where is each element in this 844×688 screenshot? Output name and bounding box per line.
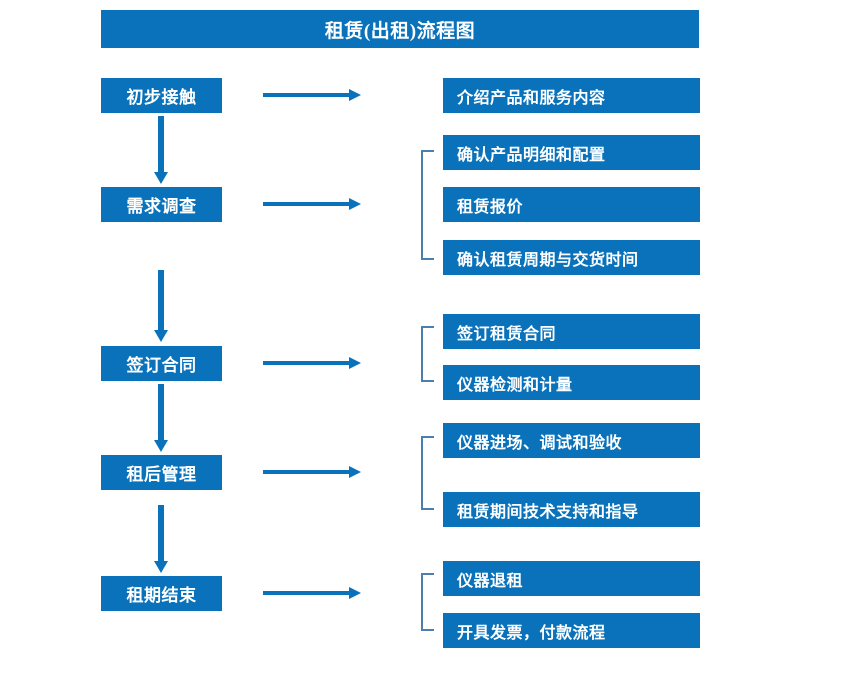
arrow-right-sign-contract xyxy=(263,356,361,370)
arrow-down-survey-to-contract xyxy=(153,270,169,342)
bracket-needs-survey-group xyxy=(421,150,434,260)
page-title: 租赁(出租)流程图 xyxy=(324,20,476,42)
detail-label: 仪器检测和计量 xyxy=(457,376,573,394)
arrow-right-initial-contact xyxy=(263,88,361,102)
arrow-down-contract-to-management xyxy=(153,384,169,452)
stage-box-rental-end[interactable]: 租期结束 xyxy=(101,576,222,611)
detail-box-sign-rental-contract[interactable]: 签订租赁合同 xyxy=(443,314,700,349)
diagram-title-banner: 租赁(出租)流程图 xyxy=(101,10,699,48)
arrow-down-contact-to-survey xyxy=(153,116,169,184)
stage-label: 签订合同 xyxy=(126,356,197,375)
bracket-rental-end-group xyxy=(421,573,434,631)
detail-box-confirm-specs[interactable]: 确认产品明细和配置 xyxy=(443,135,700,170)
bracket-sign-contract-group xyxy=(421,326,434,382)
detail-box-instrument-inspection[interactable]: 仪器检测和计量 xyxy=(443,365,700,400)
stage-label: 需求调查 xyxy=(126,197,197,216)
stage-box-post-rental-management[interactable]: 租后管理 xyxy=(101,455,222,490)
stage-label: 租期结束 xyxy=(126,586,197,605)
arrow-down-management-to-end xyxy=(153,505,169,573)
stage-box-sign-contract[interactable]: 签订合同 xyxy=(101,346,222,381)
detail-label: 介绍产品和服务内容 xyxy=(457,89,606,107)
detail-label: 确认产品明细和配置 xyxy=(457,146,606,164)
detail-box-technical-support[interactable]: 租赁期间技术支持和指导 xyxy=(443,492,700,527)
detail-label: 仪器进场、调试和验收 xyxy=(457,434,623,452)
detail-box-rental-quote[interactable]: 租赁报价 xyxy=(443,187,700,222)
detail-label: 租赁期间技术支持和指导 xyxy=(457,503,639,521)
stage-box-needs-survey[interactable]: 需求调查 xyxy=(101,187,222,222)
arrow-right-rental-end xyxy=(263,586,361,600)
arrow-right-needs-survey xyxy=(263,197,361,211)
detail-box-introduce-products[interactable]: 介绍产品和服务内容 xyxy=(443,78,700,113)
arrow-right-post-rental-management xyxy=(263,465,361,479)
stage-label: 初步接触 xyxy=(126,88,197,107)
detail-box-instrument-entry-commissioning[interactable]: 仪器进场、调试和验收 xyxy=(443,423,700,458)
detail-box-instrument-return[interactable]: 仪器退租 xyxy=(443,561,700,596)
detail-label: 开具发票，付款流程 xyxy=(457,624,606,642)
bracket-post-rental-group xyxy=(421,436,434,510)
detail-label: 确认租赁周期与交货时间 xyxy=(457,251,639,269)
detail-label: 签订租赁合同 xyxy=(457,325,557,343)
stage-label: 租后管理 xyxy=(126,465,197,484)
detail-box-invoice-payment[interactable]: 开具发票，付款流程 xyxy=(443,613,700,648)
detail-label: 仪器退租 xyxy=(457,572,524,590)
detail-box-confirm-period-delivery[interactable]: 确认租赁周期与交货时间 xyxy=(443,240,700,275)
detail-label: 租赁报价 xyxy=(457,198,524,216)
stage-box-initial-contact[interactable]: 初步接触 xyxy=(101,78,222,113)
